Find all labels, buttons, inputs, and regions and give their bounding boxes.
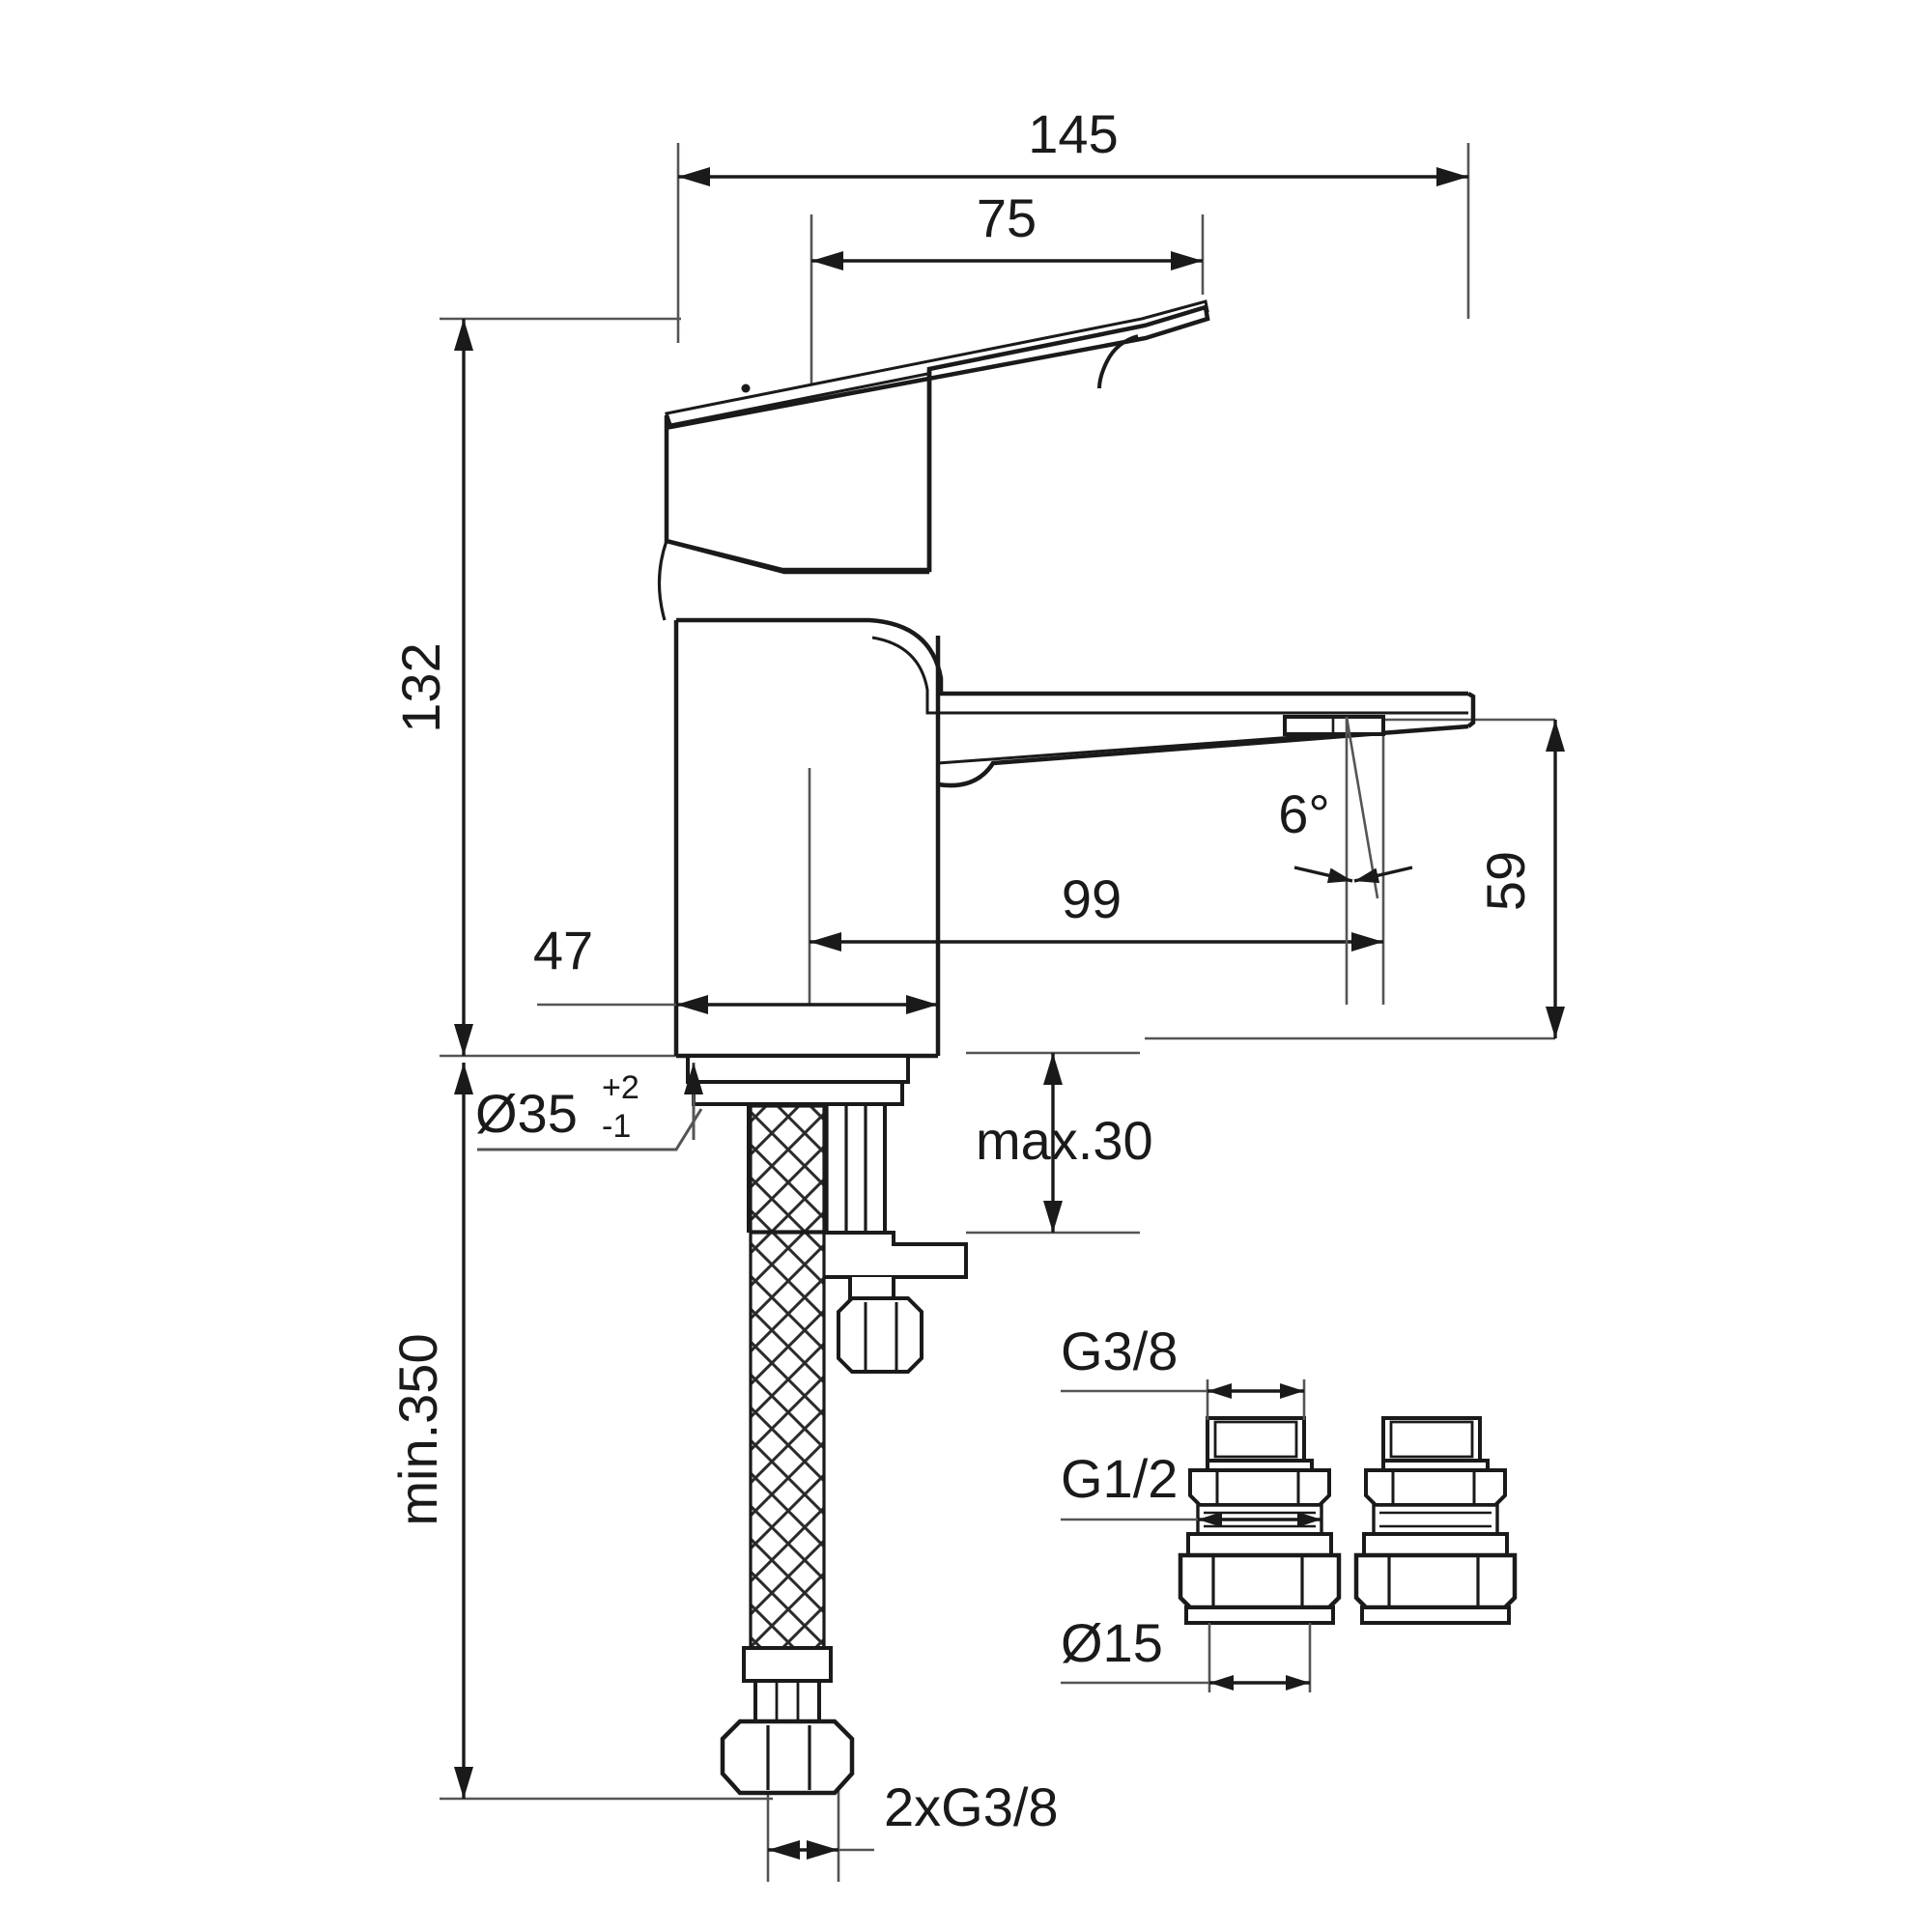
dimension-min350-label: min.350 [387, 1333, 448, 1525]
braid-section-upper [749, 1104, 826, 1234]
braided-hose-long [749, 1231, 826, 1650]
dimension-59: 59 [1475, 720, 1565, 1038]
dimension-max30: max.30 [976, 1053, 1153, 1233]
shank-collar [692, 1080, 904, 1106]
hole-leader-line [477, 1108, 703, 1151]
dimension-angle-6deg: 6° [1278, 716, 1413, 1005]
lever-bevel [666, 538, 929, 575]
ferrule-band [742, 1646, 833, 1683]
fit1-lower-hex [1178, 1552, 1342, 1610]
dimension-max30-label: max.30 [976, 1110, 1153, 1171]
angle-arrow-left [1293, 866, 1353, 884]
dimension-59-label: 59 [1475, 851, 1536, 911]
dimension-d15-label: Ø15 [1061, 1612, 1163, 1673]
hole-diameter-label: Ø35 [475, 1083, 578, 1144]
faucet-spout-arm [937, 732, 1334, 765]
braid-section-long [749, 1231, 826, 1650]
dimension-47: 47 [533, 920, 938, 1014]
lever-pivot-arc [657, 540, 668, 621]
dimension-2xg38-label: 2xG3/8 [884, 1776, 1059, 1837]
spout-lower-outline [937, 724, 1469, 788]
leader-hole-diameter: Ø35 +2 -1 [475, 1063, 703, 1151]
fit1-mid-collar [1186, 1532, 1333, 1557]
hose-connection-nut [720, 1719, 855, 1796]
faucet-spout-nose [1466, 692, 1476, 728]
angle-arrow-right [1353, 866, 1413, 884]
dimension-g12: G1/2 [1061, 1448, 1321, 1527]
lever-neck-curve [1097, 334, 1139, 389]
dimension-132-label: 132 [390, 642, 451, 732]
fit2-spigot-inner [1389, 1420, 1474, 1459]
fit1-upper-hex [1188, 1468, 1331, 1507]
braided-hose-upper [749, 1104, 826, 1234]
fit1-bottom-flange [1184, 1605, 1335, 1625]
fit2-bottom-flange [1360, 1605, 1511, 1625]
hole-tolerance-upper: +2 [602, 1069, 639, 1106]
dimension-145-label: 145 [1028, 103, 1118, 164]
dimension-6deg-label: 6° [1278, 783, 1330, 844]
spout-upper-inner [871, 636, 1468, 715]
dimension-145: 145 [678, 103, 1468, 186]
bottom-nut-outline [720, 1719, 855, 1796]
fit2-mid-collar [1362, 1532, 1509, 1557]
dimension-g38: G3/8 [1061, 1321, 1306, 1420]
faucet-aerator [1283, 715, 1385, 736]
spout-upper-outline [868, 617, 1468, 696]
dimension-75: 75 [811, 187, 1203, 270]
faucet-lever-handle [657, 299, 1210, 621]
hole-tolerance-lower: -1 [602, 1108, 631, 1145]
base-flange [686, 1054, 910, 1084]
dimension-132: 132 [390, 319, 473, 1056]
dimension-99: 99 [810, 868, 1383, 952]
connector-fitting-right [1353, 1416, 1518, 1625]
dimension-d15: Ø15 [1061, 1612, 1312, 1692]
fit2-mid-thread [1372, 1503, 1499, 1536]
hex-nut-outline [837, 1296, 923, 1374]
dimension-g38-label: G3/8 [1061, 1321, 1178, 1381]
spout-arm-upper-line [937, 732, 1334, 765]
dimension-g12-label: G1/2 [1061, 1448, 1178, 1509]
fit2-upper-hex [1364, 1468, 1507, 1507]
lever-index-dot [741, 384, 751, 393]
dimension-2xg38: 2xG3/8 [768, 1776, 1059, 1860]
dimension-75-label: 75 [977, 187, 1037, 248]
fit2-lower-hex [1353, 1552, 1518, 1610]
spout-nose-edge [1466, 692, 1476, 728]
fixing-hex-nut [837, 1296, 923, 1374]
dimension-min350: min.350 [387, 1063, 473, 1799]
dimension-99-label: 99 [1062, 868, 1122, 929]
dimension-47-label: 47 [533, 920, 593, 980]
fit1-spigot-inner [1213, 1420, 1298, 1459]
